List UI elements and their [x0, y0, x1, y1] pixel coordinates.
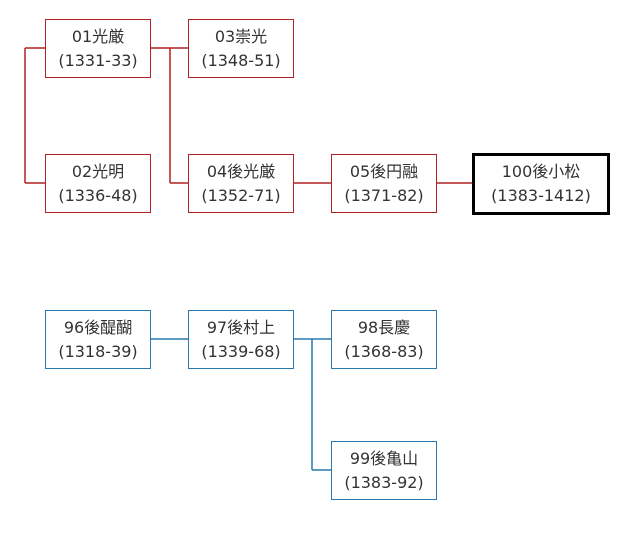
emperor-name: 97後村上 — [206, 317, 276, 337]
emperor-node-100-gokomatsu: 100後小松 (1383-1412) — [472, 153, 610, 215]
reign-years: (1371-82) — [344, 185, 424, 205]
emperor-name: 05後円融 — [349, 161, 419, 181]
emperor-name: 98長慶 — [357, 317, 411, 337]
emperor-node-98-chokei: 98長慶 (1368-83) — [331, 310, 437, 369]
emperor-name: 01光厳 — [71, 26, 125, 46]
northern-connectors — [24, 47, 472, 184]
emperor-node-99-gokameyama: 99後亀山 (1383-92) — [331, 441, 437, 500]
emperor-name: 03崇光 — [214, 26, 268, 46]
reign-years: (1336-48) — [58, 185, 138, 205]
reign-years: (1339-68) — [201, 341, 281, 361]
emperor-node-01-kogon: 01光厳 (1331-33) — [45, 19, 151, 78]
emperor-name: 96後醍醐 — [63, 317, 133, 337]
reign-years: (1348-51) — [201, 50, 281, 70]
southern-connectors — [151, 338, 331, 471]
reign-years: (1368-83) — [344, 341, 424, 361]
emperor-node-03-suko: 03崇光 (1348-51) — [188, 19, 294, 78]
emperor-node-96-godaigo: 96後醍醐 (1318-39) — [45, 310, 151, 369]
reign-years: (1318-39) — [58, 341, 138, 361]
emperor-node-05-goenyu: 05後円融 (1371-82) — [331, 154, 437, 213]
emperor-name: 04後光厳 — [206, 161, 276, 181]
emperor-node-97-gomurakami: 97後村上 (1339-68) — [188, 310, 294, 369]
emperor-node-02-komyo: 02光明 (1336-48) — [45, 154, 151, 213]
emperor-name: 99後亀山 — [349, 448, 419, 468]
reign-years: (1352-71) — [201, 185, 281, 205]
emperor-node-04-gokogon: 04後光厳 (1352-71) — [188, 154, 294, 213]
reign-years: (1383-1412) — [491, 186, 591, 205]
emperor-name: 100後小松 — [501, 162, 581, 181]
reign-years: (1383-92) — [344, 472, 424, 492]
reign-years: (1331-33) — [58, 50, 138, 70]
emperor-name: 02光明 — [71, 161, 125, 181]
